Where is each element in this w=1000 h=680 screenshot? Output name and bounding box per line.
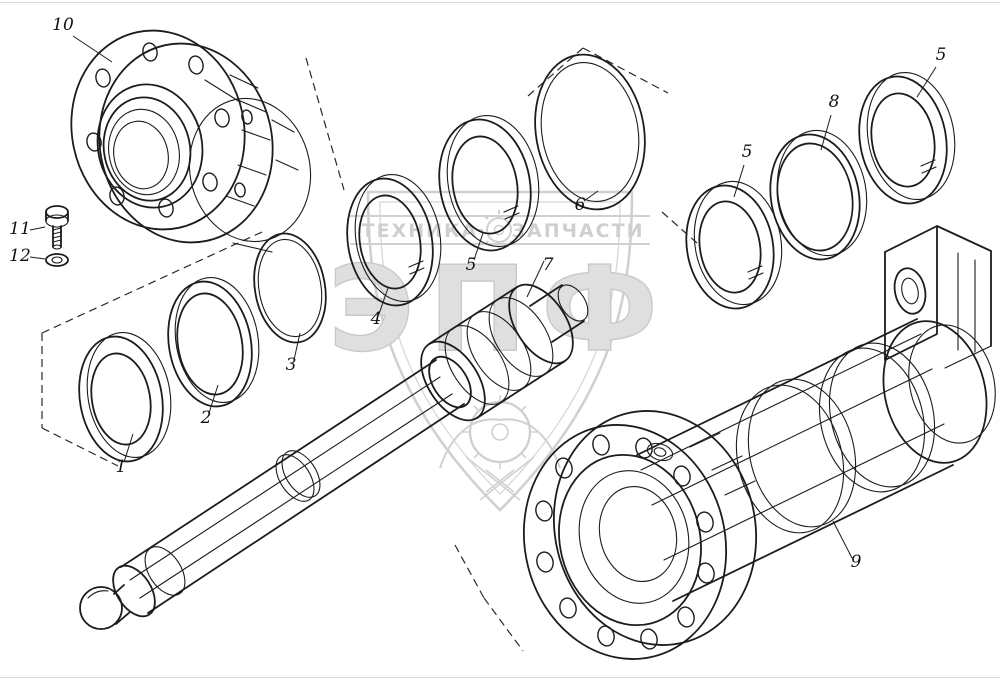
seal-ring-part-1: [78, 331, 172, 463]
watermark-emblem: [439, 395, 561, 501]
leader-line-part-12: [29, 256, 46, 260]
part-label-part-5b: 5: [742, 142, 753, 162]
leader-line-part-1: [123, 433, 134, 463]
part-label-part-1: 1: [116, 457, 127, 477]
watermark-shield: [366, 190, 634, 512]
part-label-part-10: 10: [52, 15, 74, 35]
construction-lines: [41, 47, 698, 652]
leader-line-part-2: [208, 384, 219, 414]
leader-line-part-5a: [473, 232, 484, 261]
seal-ring-part-8: [769, 129, 868, 261]
leader-line-part-10: [72, 35, 113, 63]
part-label-part-2: 2: [200, 408, 212, 428]
part-label-part-8: 8: [829, 92, 840, 112]
part-label-part-11: 11: [9, 219, 31, 239]
leader-line-part-3: [293, 332, 301, 361]
watermark: ТЕХНИКА ЗАПЧАСТИ ЭПФ: [327, 190, 672, 512]
leader-line-part-9: [832, 520, 853, 559]
part-label-part-12: 12: [9, 246, 31, 266]
part-label-part-4: 4: [370, 309, 382, 329]
piston-ring-part-5b: [685, 180, 783, 310]
part-label-part-7: 7: [543, 255, 554, 275]
gland-flange-part-10: [70, 29, 312, 253]
leader-line-part-6: [583, 190, 599, 202]
leader-line-part-5c: [916, 66, 937, 98]
piston-ring-part-5c: [858, 71, 956, 205]
piston-ring-part-5a: [438, 114, 540, 252]
bolt-part-11: [45, 205, 69, 250]
snap-ring-part-3: [253, 232, 327, 344]
leader-line-part-8: [820, 114, 832, 151]
cylinder-body-part-9: [522, 225, 996, 660]
piston-ring-part-4: [346, 174, 442, 307]
part-label-part-9: 9: [851, 552, 862, 572]
part-label-part-6: 6: [575, 195, 586, 215]
leader-line-part-7: [526, 260, 545, 298]
port-boss-block: [884, 225, 992, 369]
part-label-part-5c: 5: [936, 45, 947, 65]
piston-rod: [79, 283, 589, 630]
part-label-part-3: 3: [286, 355, 297, 375]
seal-ring-part-2: [167, 276, 260, 408]
leader-line-part-5b: [733, 164, 745, 198]
o-ring-part-6: [534, 53, 646, 211]
watermark-banner-text-right: ЗАПЧАСТИ: [512, 220, 645, 242]
watermark-main-text: ЭПФ: [328, 240, 672, 378]
leader-line-part-11: [29, 226, 46, 231]
washer-part-12: [45, 253, 69, 267]
part-label-part-5a: 5: [466, 255, 477, 275]
leader-line-part-4: [378, 287, 389, 315]
